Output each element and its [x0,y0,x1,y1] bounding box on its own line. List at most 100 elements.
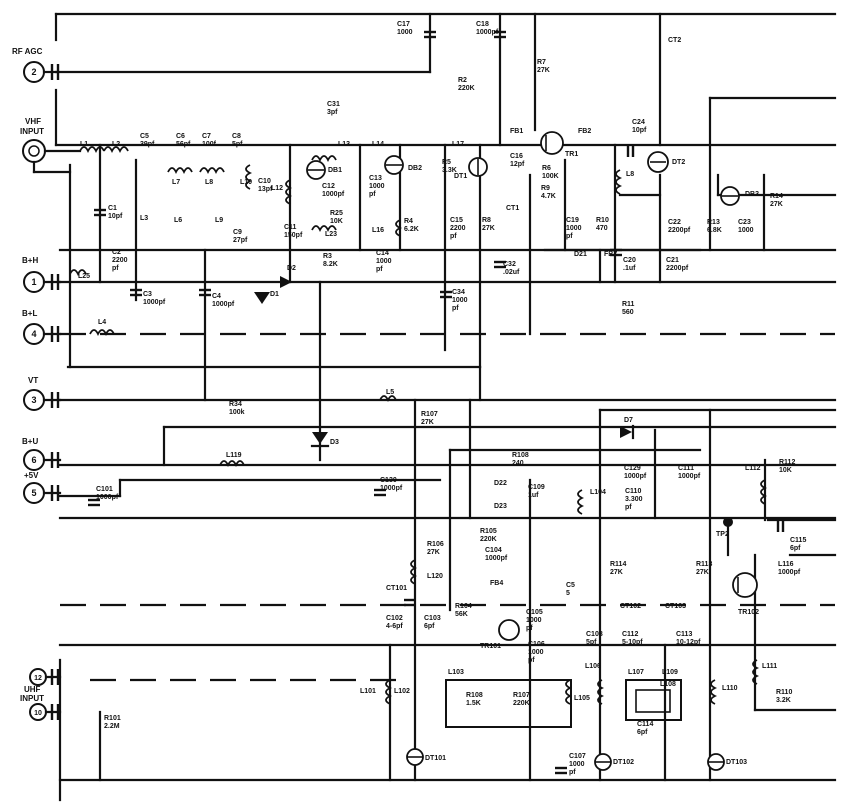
d2-diode [280,276,292,288]
label-l110: L110 [722,685,738,692]
label-l17: L17 [452,141,464,148]
label-l3: L3 [140,215,148,222]
label-dt101: DT101 [425,755,446,762]
label-dt2: DT2 [672,159,685,166]
dt101-diode [406,748,424,766]
label-l108: L108 [660,681,676,688]
db2-diode [384,155,404,175]
svg-text:1: 1 [31,277,36,287]
db1-diode [306,160,326,180]
svg-text:10: 10 [34,710,42,717]
label-ct103: CT103 [665,603,686,610]
svg-text:B+H: B+H [22,256,38,265]
label-l6: L6 [174,217,182,224]
label-l9: L9 [215,217,223,224]
label-l8b: L8 [626,171,634,178]
label-db2: DB2 [408,165,422,172]
label-l101: L101 [360,688,376,695]
d3-diode [310,432,330,448]
terminal-2: 2 [23,61,58,83]
label-fb1: FB1 [510,128,523,135]
svg-text:4: 4 [31,329,36,339]
label-l2: L2 [112,141,120,148]
label-l112: L112 [745,465,761,472]
svg-text:5: 5 [31,488,36,498]
terminal-12: 12 [29,668,62,686]
svg-text:6: 6 [31,455,36,465]
capacitor-marks [88,30,785,775]
svg-text:2: 2 [31,67,36,77]
terminal-vhf-input [22,139,82,174]
label-d7: D7 [624,417,633,424]
label-ct1: CT1 [506,205,519,212]
label-tp2: TP2 [716,531,729,538]
svg-text:B+U: B+U [22,437,38,446]
label-fb7: FB7 [604,251,617,258]
label-ct101: CT101 [386,585,407,592]
d1-diode [254,292,270,304]
db3-diode [720,186,740,206]
dt1-diode [468,157,488,177]
label-tr101: TR101 [480,643,501,650]
label-c32: C32.02uf [503,261,520,276]
label-l111: L111 [762,663,777,670]
terminal-labels: RF AGC VHF INPUT B+H B+L VT B+U +5V UHF … [12,47,44,703]
label-c20: C20.1uf [623,257,636,272]
label-d3: D3 [330,439,339,446]
svg-text:RF AGC: RF AGC [12,47,43,56]
terminal-4: 4 [23,323,62,345]
label-l105: L105 [574,695,590,702]
svg-text:3: 3 [31,395,36,405]
svg-text:INPUT: INPUT [20,694,44,703]
svg-text:VHF: VHF [25,117,41,126]
label-l25: L25 [78,273,90,280]
label-l102: L102 [394,688,410,695]
terminal-3: 3 [23,389,62,411]
terminal-1: 1 [23,271,62,293]
label-l8: L8 [205,179,213,186]
dt103-diode [707,753,725,771]
label-l106: L106 [585,663,601,670]
tr102-transistor [732,572,758,598]
label-d23: D23 [494,503,507,510]
svg-text:INPUT: INPUT [20,127,44,136]
terminal-10: 10 [29,703,62,721]
tr1-transistor [540,131,564,155]
label-l103: L103 [448,669,464,676]
label-fb4: FB4 [490,580,503,587]
